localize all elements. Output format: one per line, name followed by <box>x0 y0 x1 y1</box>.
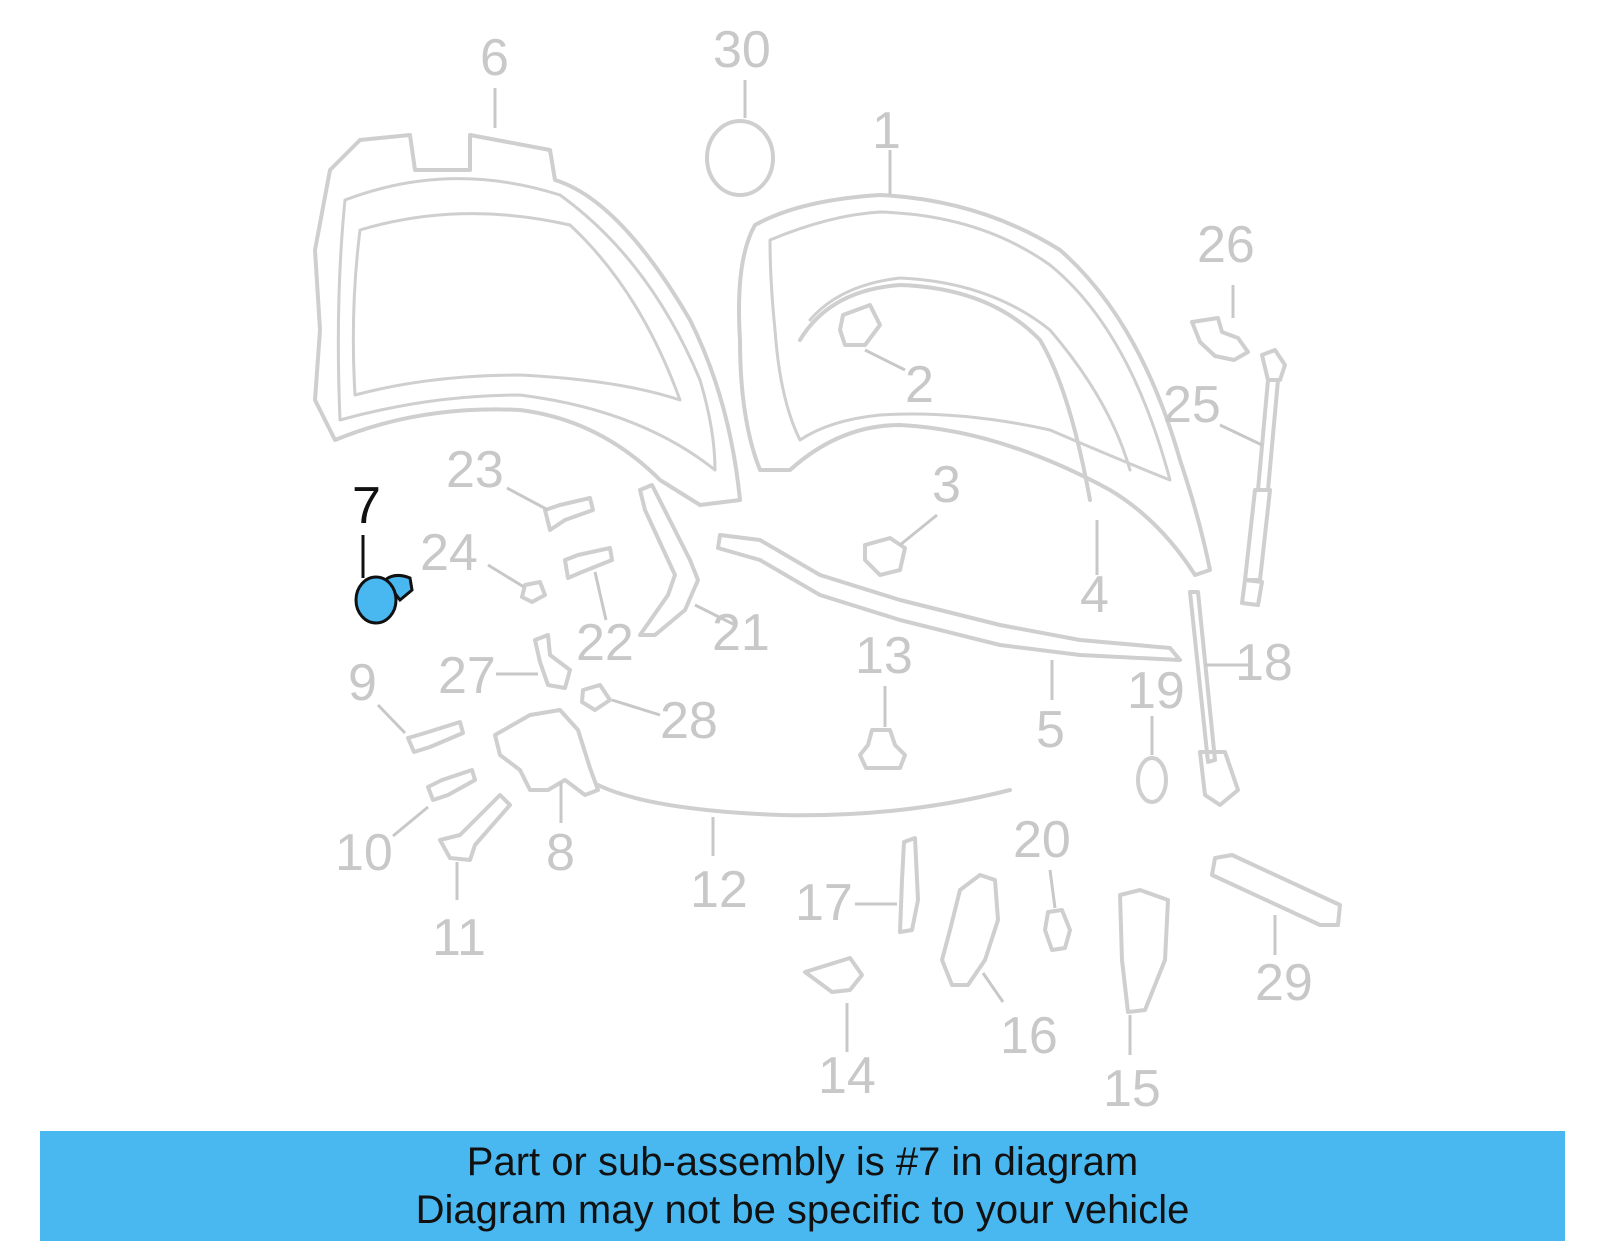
callout-26: 26 <box>1197 216 1255 274</box>
callout-24: 24 <box>420 524 478 582</box>
part-26-clip <box>1190 316 1250 362</box>
callout-5: 5 <box>1036 701 1065 759</box>
callout-6: 6 <box>480 29 509 87</box>
part-6-hood-inner-panel <box>313 133 742 507</box>
part-15-handle <box>1118 888 1170 1014</box>
callout-23: 23 <box>446 441 504 499</box>
callout-18: 18 <box>1235 634 1293 692</box>
callout-20: 20 <box>1013 811 1071 869</box>
info-banner: Part or sub-assembly is #7 in diagram Di… <box>40 1131 1565 1241</box>
leader-lines <box>361 80 1277 1055</box>
part-27-clip <box>533 633 572 690</box>
callout-30: 30 <box>713 21 771 79</box>
part-4-weatherstrip <box>798 283 1092 502</box>
part-22-bolt <box>563 546 614 580</box>
callout-21: 21 <box>712 604 770 662</box>
part-20-clip <box>1043 908 1072 952</box>
part-11-bracket <box>438 793 512 862</box>
callout-28: 28 <box>660 692 718 750</box>
callout-7: 7 <box>352 477 381 535</box>
callout-4: 4 <box>1080 566 1109 624</box>
callout-11: 11 <box>432 909 486 967</box>
part-25-support-strut <box>1240 348 1287 607</box>
banner-line-1: Part or sub-assembly is #7 in diagram <box>466 1140 1139 1184</box>
part-28-pad <box>580 683 612 712</box>
callout-15: 15 <box>1103 1060 1161 1118</box>
callout-25: 25 <box>1163 376 1221 434</box>
banner-line-2: Diagram may not be specific to your vehi… <box>415 1188 1190 1232</box>
callout-10: 10 <box>335 824 393 882</box>
part-12-cable <box>596 783 1012 818</box>
callout-9: 9 <box>348 654 377 712</box>
callout-14: 14 <box>818 1047 876 1105</box>
part-17-bracket <box>898 836 920 934</box>
part-3-bumper <box>863 536 907 577</box>
part-10-bolt <box>426 768 477 802</box>
callout-2: 2 <box>905 356 934 414</box>
part-21-hinge <box>638 483 700 637</box>
part-1-hood-outer-panel <box>737 193 1212 577</box>
part-24-nut <box>520 580 547 604</box>
part-2-bumper <box>838 303 882 347</box>
callout-1: 1 <box>872 102 901 160</box>
part-7-highlighted <box>354 573 414 625</box>
part-29-seal-strip <box>1210 853 1342 927</box>
part-14-clip <box>803 956 864 994</box>
callout-labels: 1 2 3 4 5 6 7 8 9 10 11 12 13 14 15 16 1… <box>335 21 1313 1118</box>
part-23-bolt <box>543 496 595 532</box>
part-8-latch <box>493 708 600 797</box>
part-18-prop-rod <box>1188 590 1240 807</box>
callout-8: 8 <box>546 824 575 882</box>
callout-29: 29 <box>1255 954 1313 1012</box>
part-30-pad <box>705 119 775 197</box>
callout-16: 16 <box>1000 1007 1058 1065</box>
part-19-ring <box>1136 756 1168 804</box>
callout-27: 27 <box>438 647 496 705</box>
part-9-bolt <box>406 720 465 754</box>
callout-12: 12 <box>690 861 748 919</box>
callout-17: 17 <box>795 874 853 932</box>
callout-13: 13 <box>855 627 913 685</box>
part-16-latch <box>940 873 1000 987</box>
callout-22: 22 <box>576 614 634 672</box>
callout-3: 3 <box>932 456 961 514</box>
callout-19: 19 <box>1127 662 1185 720</box>
part-13-stop <box>858 728 907 770</box>
part-5-seal <box>716 533 1182 662</box>
